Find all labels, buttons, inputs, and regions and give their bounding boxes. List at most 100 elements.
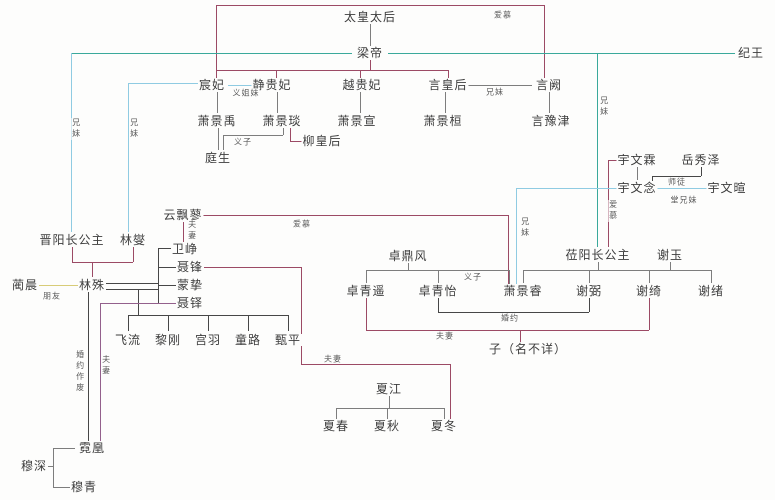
label-aimu-top: 爱慕 <box>494 10 512 20</box>
line-to-son <box>520 330 521 342</box>
line-linchen-linshu <box>38 285 78 286</box>
label-fuqi-yunpiaoliao: 夫妻 <box>187 220 197 242</box>
node-yunpiaoliao: 云飘蓼 <box>162 208 204 222</box>
node-jinyangzhanggongzhu: 晋阳长公主 <box>38 233 106 247</box>
node-zhuoqingyao: 卓青遥 <box>345 284 387 298</box>
line-nieduo-nihuang-v <box>100 303 101 441</box>
line-to-linshu <box>92 262 93 277</box>
line-qingyao-drop <box>366 298 367 330</box>
line-jingyu-tingsheng <box>218 128 219 150</box>
line-tick-weizheng <box>158 248 172 249</box>
node-nieduo: 聂铎 <box>175 296 205 310</box>
node-xiaojingyan: 萧景琰 <box>261 114 303 128</box>
line-zhuodingfeng-drop <box>408 263 409 270</box>
label-xiongmei-liyang: 兄妹 <box>599 96 609 118</box>
line-tick-muqing <box>53 487 71 488</box>
line-niefeng-xiadong-4 <box>450 364 451 419</box>
node-jingguifei: 静贵妃 <box>251 78 293 92</box>
node-xiaojinghuan: 萧景桓 <box>422 114 464 128</box>
label-tangxiongmei: 堂兄妹 <box>670 195 698 205</box>
line-zhuo-bracket <box>366 270 509 271</box>
line-tick-mengzhi <box>158 285 176 286</box>
line-yuwenlin-aimu-h <box>608 160 622 161</box>
line-aimu-chenfei-drop <box>216 5 217 78</box>
node-zhuoqingyi: 卓青怡 <box>417 284 459 298</box>
line-yuwennian-yuwenxuan <box>654 188 710 189</box>
line-drop-yanhuanghou <box>448 70 449 78</box>
line-tick-xiebi <box>589 270 590 283</box>
label-xiongmei-jingrui: 兄妹 <box>520 217 530 239</box>
line-linshu-nihuang <box>88 292 89 441</box>
line-mu-bracket <box>53 448 54 487</box>
label-yizi-tingsheng: 义子 <box>234 137 252 147</box>
node-yanque: 言阙 <box>534 78 564 92</box>
line-taihou-liangdi <box>370 24 371 46</box>
line-tick-zhenping <box>288 315 289 331</box>
node-yuwenxuan: 宇文暄 <box>706 181 748 195</box>
label-fuqi-niefeng: 夫妻 <box>324 354 342 364</box>
line-liangdi-liyang <box>597 53 598 247</box>
line-aimu-jingrui-v <box>508 215 509 284</box>
line-niefeng-xiadong-1 <box>204 267 301 268</box>
label-shitu: 师徒 <box>668 177 686 187</box>
label-yizi-jingrui: 义子 <box>464 272 482 282</box>
node-zhenping: 甄平 <box>273 333 303 347</box>
label-aimu-mid: 爱慕 <box>293 219 311 229</box>
line-liangdi-drop <box>370 60 371 70</box>
line-chenfei-linxie-h <box>128 83 198 84</box>
node-xiebi: 谢弼 <box>574 284 604 298</box>
line-niefeng-xiadong-2 <box>301 267 302 364</box>
line-tick-zhuoqingyao <box>366 270 367 283</box>
node-liyangzhanggongzhu: 莅阳长公主 <box>564 248 632 262</box>
node-mushen: 穆深 <box>19 459 49 473</box>
node-xieqi: 谢绮 <box>634 284 664 298</box>
label-fuqi-nieduo: 夫妻 <box>101 355 111 377</box>
line-retainer-bracket <box>158 248 159 303</box>
line-yuwennian-jingrui-v <box>516 188 517 284</box>
node-jiwang: 纪王 <box>736 46 766 60</box>
line-qingyao-xieqi <box>366 330 649 331</box>
node-taihuangtaihou: 太皇太后 <box>342 10 398 24</box>
line-drop-jingguifei <box>276 70 277 78</box>
line-linxie-drop <box>133 247 134 262</box>
label-pengyou: 朋友 <box>43 291 61 301</box>
line-tick-nihuang <box>53 448 75 449</box>
line-yizi-tingsheng <box>223 135 224 150</box>
line-shitu-h <box>652 176 701 177</box>
line-tick-zhuoqingyi <box>438 270 439 283</box>
line-shitu-v <box>652 176 653 181</box>
node-yuexiuze: 岳秀泽 <box>680 153 722 167</box>
node-mengzhi: 蒙挚 <box>175 278 205 292</box>
line-tick-xiachun <box>336 408 337 419</box>
line-jinyang-drop <box>72 247 73 262</box>
line-nieduo-nihuang-h <box>100 303 176 304</box>
line-tick-tonglu <box>248 315 249 331</box>
node-yueguifei: 越贵妃 <box>341 78 383 92</box>
node-linxie: 林燮 <box>118 233 148 247</box>
line-yuwennian-jingrui-h <box>516 188 620 189</box>
line-yuwenlin-yuwennian <box>637 167 638 180</box>
line-jingguifei-jingyan <box>277 92 278 113</box>
node-gongyu: 宫羽 <box>193 333 223 347</box>
line-yunpiaoliao-weizheng <box>183 222 184 242</box>
label-xiongmei-jinyang: 兄妹 <box>71 118 81 140</box>
line-tick-jingrui <box>523 270 524 283</box>
line-yizi-jingrui <box>509 270 510 284</box>
node-feiliu: 飞流 <box>113 333 143 347</box>
line-liyang-drop <box>598 262 599 270</box>
node-ligang: 黎刚 <box>153 333 183 347</box>
line-chenfei-jingyu <box>217 92 218 113</box>
line-liangdi-jiwang <box>388 53 735 54</box>
line-jingyan-yizi-drop <box>283 128 284 135</box>
node-yuwennian: 宇文念 <box>616 181 658 195</box>
label-yijiemei: 义姐妹 <box>232 88 260 98</box>
line-xieqi-drop <box>649 298 650 330</box>
line-hunyue-h <box>438 312 589 313</box>
line-xiajiang-drop <box>389 396 390 408</box>
label-aimu-right: 爱慕 <box>608 200 618 222</box>
line-tick-xiaqiu <box>387 408 388 419</box>
line-niefeng-xiadong-3 <box>301 364 450 365</box>
line-jingyan-yizi-h <box>223 135 283 136</box>
node-yuwenlin: 宇文霖 <box>616 153 658 167</box>
